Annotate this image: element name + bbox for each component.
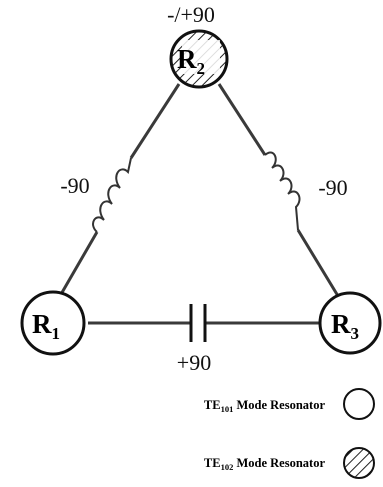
svg-text:R2: R2 [177, 44, 205, 78]
legend: TE101 Mode Resonator TE102 Mode Resonato… [204, 388, 375, 479]
svg-text:R1: R1 [32, 309, 60, 343]
bottom-coupling-capacitor [88, 304, 322, 342]
r1-subscript: 1 [52, 324, 61, 343]
r1-letter: R [32, 309, 52, 339]
resonator-r1: R1 [20, 290, 86, 356]
r3-subscript: 3 [351, 324, 360, 343]
r3-letter: R [331, 309, 351, 339]
legend-te102-prefix: TE [204, 456, 221, 470]
left-coupling-inductor [58, 83, 181, 297]
phase-label-right: -90 [318, 175, 347, 200]
resonator-r2: R2 [169, 29, 229, 89]
phase-label-bottom: +90 [177, 350, 211, 375]
r2-subscript: 2 [197, 59, 206, 78]
legend-te102-suffix: Mode Resonator [233, 456, 325, 470]
legend-te101: TE101 Mode Resonator [204, 388, 375, 420]
legend-te101-prefix: TE [204, 398, 221, 412]
legend-te102-subscript: 102 [221, 462, 234, 472]
hatched-circle-icon [343, 447, 375, 479]
svg-text:R3: R3 [331, 309, 359, 343]
r2-letter: R [177, 44, 197, 74]
legend-te101-suffix: Mode Resonator [233, 398, 325, 412]
resonator-r3: R3 [318, 291, 382, 355]
legend-te102: TE102 Mode Resonator [204, 447, 375, 479]
phase-label-top: -/+90 [167, 2, 215, 27]
phase-label-left: -90 [60, 173, 89, 198]
svg-text:TE101 Mode Resonator: TE101 Mode Resonator [204, 398, 326, 414]
right-coupling-inductor [217, 83, 340, 297]
plain-circle-icon [343, 388, 375, 420]
svg-text:TE102 Mode Resonator: TE102 Mode Resonator [204, 456, 326, 472]
legend-te101-subscript: 101 [221, 404, 234, 414]
